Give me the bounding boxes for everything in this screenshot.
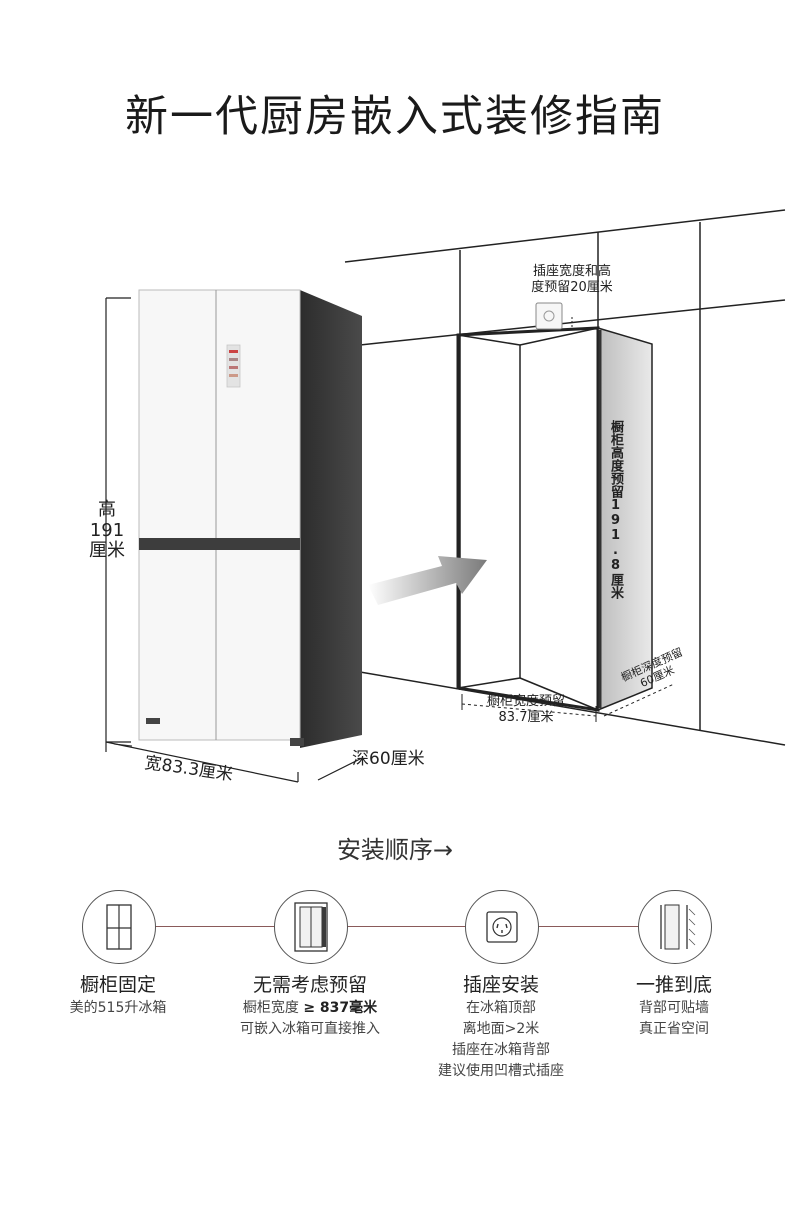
step-4-title: 一推到底 bbox=[635, 974, 712, 996]
step-1-desc: 美的515升冰箱 bbox=[69, 1000, 167, 1016]
step-1-circle bbox=[82, 890, 156, 964]
socket-icon bbox=[535, 302, 563, 330]
cabinet-side-panel bbox=[597, 326, 653, 712]
step-3-circle bbox=[465, 890, 539, 964]
installation-diagram bbox=[105, 209, 786, 783]
socket-icon bbox=[486, 911, 518, 943]
step-3-title: 插座安装 bbox=[462, 974, 539, 996]
install-order-heading: 安装顺序→ bbox=[336, 836, 454, 864]
step-3-desc: 在冰箱顶部 离地面>2米 插座在冰箱背部 建议使用凹槽式插座 bbox=[438, 1000, 564, 1079]
cabinet-height-note: 橱柜高度预留191.8厘米 bbox=[608, 420, 623, 599]
step-connector bbox=[537, 926, 639, 927]
push-arrow-icon bbox=[368, 556, 487, 605]
fridge-in-cabinet-icon bbox=[294, 902, 328, 952]
step-connector bbox=[347, 926, 465, 927]
step-connector bbox=[155, 926, 275, 927]
step-2-circle bbox=[274, 890, 348, 964]
fridge-illustration bbox=[138, 289, 362, 748]
fridge-height-label: 高 191 厘米 bbox=[89, 499, 125, 562]
step-2-title: 无需考虑预留 bbox=[252, 974, 367, 996]
step-4-desc: 背部可贴墙 真正省空间 bbox=[639, 1000, 709, 1037]
fridge-dimension-lines bbox=[105, 297, 363, 783]
cabinet-dimension-lines bbox=[461, 317, 675, 722]
step-2-desc: 橱柜宽度 ≥ 837毫米 可嵌入冰箱可直接推入 bbox=[240, 1000, 380, 1037]
cabinet-icon bbox=[106, 904, 132, 950]
fridge-width-ticks bbox=[113, 743, 133, 747]
page-title: 新一代厨房嵌入式装修指南 bbox=[125, 92, 665, 142]
step-1-title: 橱柜固定 bbox=[79, 974, 156, 996]
socket-size-note: 插座宽度和高 度预留20厘米 bbox=[531, 264, 613, 295]
step-4-circle bbox=[638, 890, 712, 964]
cabinet-width-note: 橱柜宽度预留 83.7厘米 bbox=[486, 694, 565, 725]
fridge-depth-label: 深60厘米 bbox=[352, 749, 425, 769]
cabinet-opening bbox=[456, 326, 600, 712]
push-to-wall-icon bbox=[660, 904, 696, 950]
